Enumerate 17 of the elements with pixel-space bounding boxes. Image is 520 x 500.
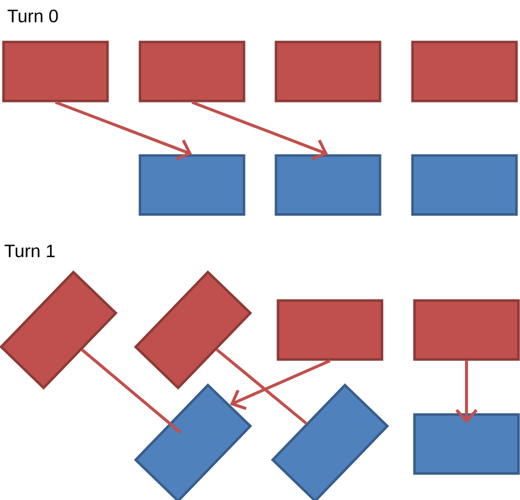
connector-line	[216, 348, 308, 426]
rectangle	[413, 413, 520, 475]
rectangle	[138, 40, 246, 102]
rectangle	[138, 154, 246, 216]
arrow	[191, 100, 328, 160]
arrow	[54, 100, 192, 160]
arrow	[230, 359, 331, 410]
rectangle	[2, 40, 109, 102]
connector-line	[81, 348, 182, 434]
rectangle	[413, 299, 520, 361]
rectangle	[411, 154, 518, 216]
rectangle	[274, 40, 382, 102]
rectangle	[276, 299, 384, 361]
arrow	[455, 360, 478, 424]
rectangle	[411, 40, 518, 102]
rectangle	[274, 154, 382, 216]
heading: Turn 0	[8, 10, 58, 22]
